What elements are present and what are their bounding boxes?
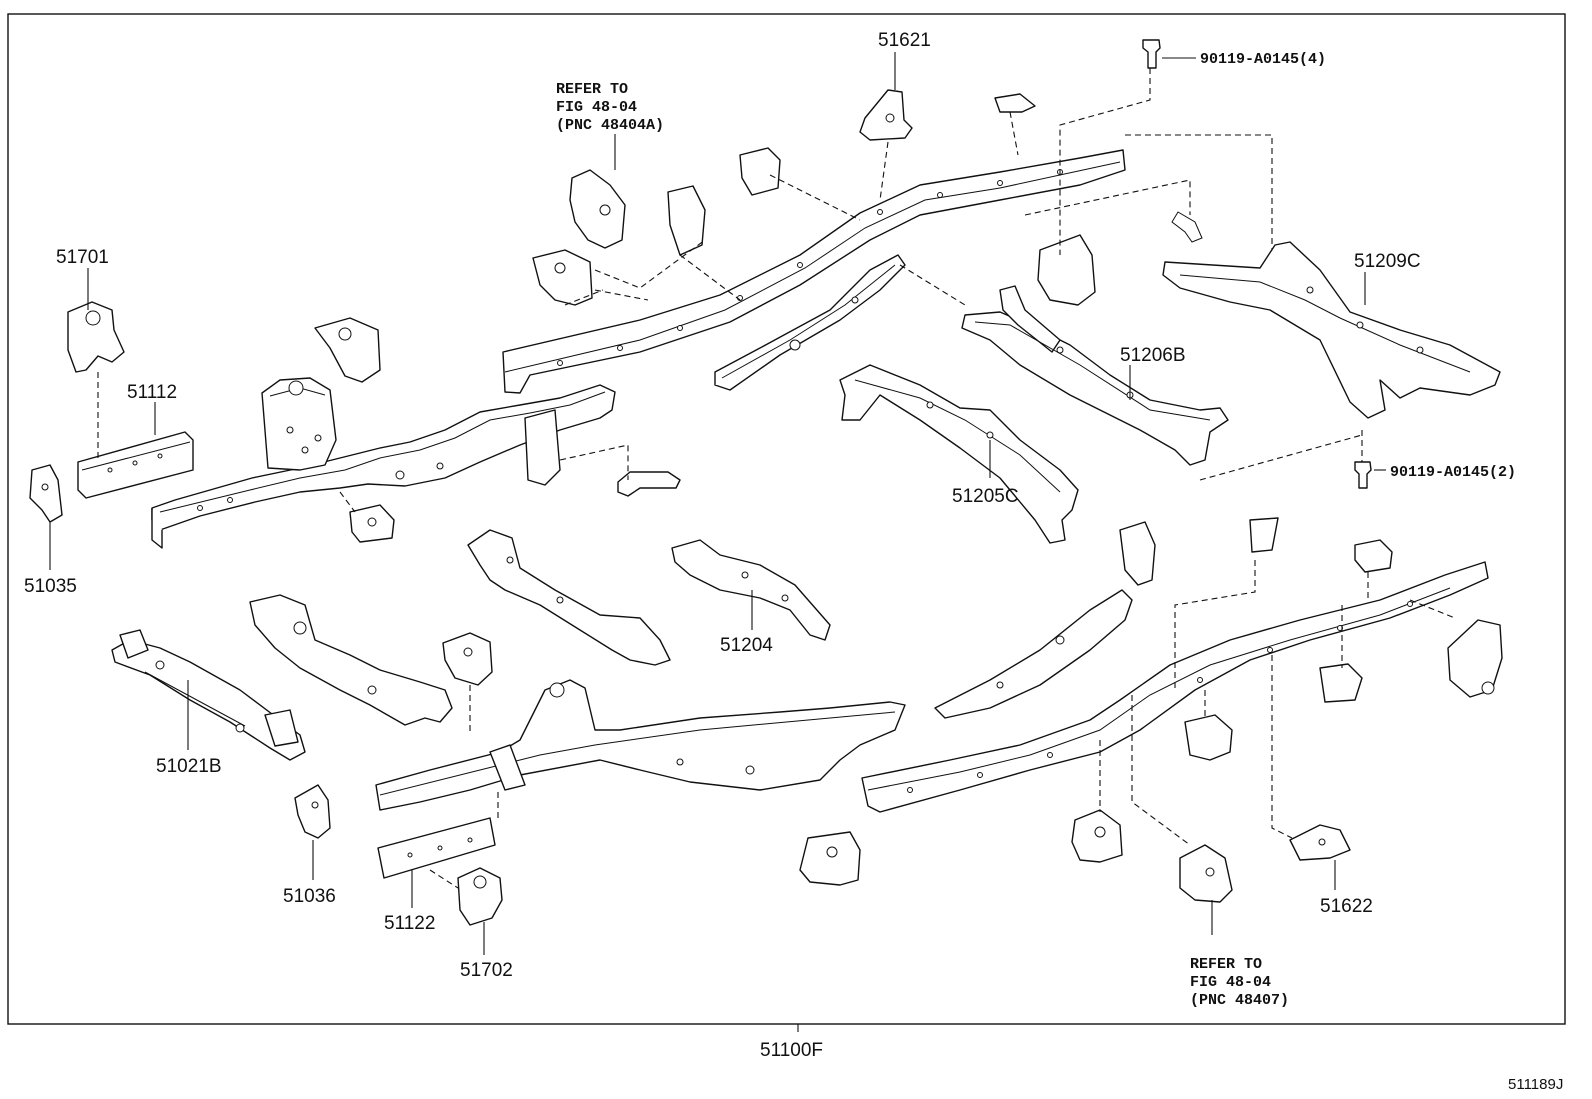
label-51021B: 51021B: [156, 756, 222, 777]
lower-far-right-bracket: [1447, 619, 1503, 698]
part-51622-bracket: [1289, 824, 1351, 861]
part-51021B-assembly: [111, 629, 306, 761]
upper-mount-pad: [532, 249, 593, 306]
upper-right-top-bracket: [994, 93, 1036, 113]
part-labels: 51621 51701 51112 51035 51209C 51206B 51…: [24, 30, 1563, 1093]
part-51112-reinforcement: [77, 431, 194, 499]
lower-left-crossmember: [249, 594, 453, 726]
diagram-border: [7, 13, 1566, 1025]
label-51209C: 51209C: [1354, 251, 1421, 272]
upper-left-mount-bracket: [314, 317, 381, 383]
upper-center-mount: [1037, 234, 1096, 306]
label-51112: 51112: [127, 382, 177, 403]
u-clamp: [1171, 211, 1203, 243]
lower-second-rail: [934, 589, 1133, 719]
refer-bottom-line1: REFER TO: [1190, 956, 1262, 973]
part-51621-bracket: [859, 89, 913, 141]
upper-vertical-bracket: [667, 185, 706, 256]
part-51209C-crossmember: [1162, 241, 1501, 419]
bolt-right-icon: [1354, 461, 1372, 489]
refer-top-line1: REFER TO: [556, 81, 628, 98]
lower-bottom-bracket: [799, 831, 861, 886]
label-51035: 51035: [24, 576, 77, 597]
refer-bottom-line2: FIG 48-04: [1190, 974, 1271, 991]
bolt-top-icon: [1142, 39, 1161, 69]
lower-bottom-right-bracket: [1071, 809, 1123, 863]
lower-left-main-rail: [375, 679, 906, 811]
upper-left-frame-rail: [151, 377, 616, 549]
label-51204: 51204: [720, 635, 773, 656]
label-51036: 51036: [283, 886, 336, 907]
upper-small-bracket: [739, 147, 781, 196]
refer-bottom-bracket: [1179, 844, 1233, 903]
dashed-guide-lines: [97, 68, 1456, 889]
part-51205C-crossmember: [839, 364, 1079, 544]
part-51204-crossmember: [671, 539, 831, 641]
leader-lines: [49, 52, 1386, 1032]
upper-main-frame-rail: [502, 149, 1126, 394]
hose-clamp: [617, 471, 681, 497]
label-51122: 51122: [384, 913, 435, 934]
lower-center-mount: [442, 632, 493, 686]
part-51206B-crossmember: [961, 285, 1229, 466]
label-bolt-top: 90119-A0145(4): [1200, 51, 1326, 68]
lower-right-upper-bracket: [1119, 521, 1156, 586]
refer-top-line3: (PNC 48404A): [556, 117, 664, 134]
lower-center-right-mount: [1184, 714, 1233, 761]
part-51035-bracket: [29, 464, 63, 523]
figure-code: 511189J: [1508, 1076, 1563, 1093]
lower-diagonal-crossmember: [467, 529, 671, 666]
part-51702-bracket: [457, 867, 503, 926]
lower-right-pad: [1354, 539, 1393, 573]
upper-left-lower-bracket: [349, 504, 395, 543]
lower-right-mount: [1319, 663, 1363, 703]
label-51100F: 51100F: [760, 1040, 823, 1061]
label-51206B: 51206B: [1120, 345, 1186, 366]
refer-top-line2: FIG 48-04: [556, 99, 637, 116]
label-51621: 51621: [878, 30, 931, 51]
label-bolt-right: 90119-A0145(2): [1390, 464, 1516, 481]
label-51205C: 51205C: [952, 486, 1019, 507]
refer-bottom-line3: (PNC 48407): [1190, 992, 1289, 1009]
lower-right-small-bracket: [1249, 517, 1279, 553]
part-51701-bracket: [67, 301, 125, 373]
label-51701: 51701: [56, 247, 109, 268]
part-51036-bracket: [294, 784, 331, 839]
upper-second-frame-rail: [714, 254, 906, 391]
label-51702: 51702: [460, 960, 513, 981]
refer-top-bracket: [569, 169, 626, 249]
part-51122-reinforcement: [377, 817, 496, 879]
label-51622: 51622: [1320, 896, 1373, 917]
